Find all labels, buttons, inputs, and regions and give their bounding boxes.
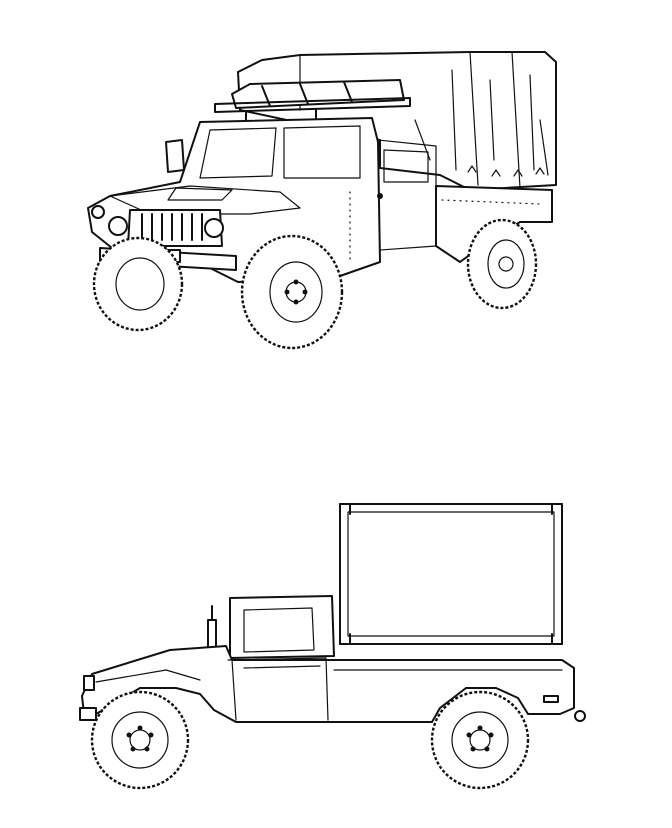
roof-rack — [214, 79, 411, 127]
wheels — [92, 218, 538, 350]
side-wheels — [90, 690, 530, 790]
cargo-panel — [339, 503, 563, 645]
side-body — [79, 595, 586, 723]
humvee-cargo-panel-drawing — [79, 503, 586, 790]
humvee-cargo-panel-illustration — [0, 470, 672, 828]
humvee-canvas-cover-drawing — [87, 51, 557, 350]
humvee-canvas-cover-illustration — [0, 0, 672, 380]
